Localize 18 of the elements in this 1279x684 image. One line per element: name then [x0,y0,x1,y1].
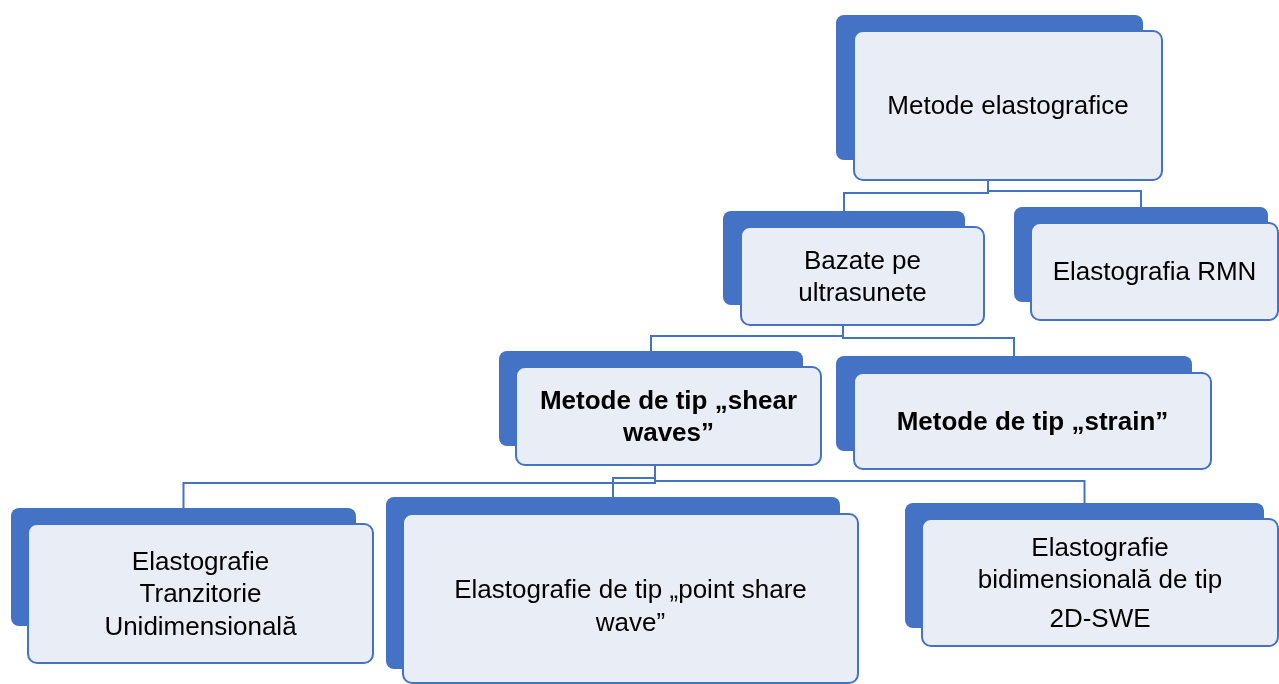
node-label: Elastografia RMN [1052,255,1257,288]
process-box [836,356,1212,470]
process-box [836,15,1163,181]
node-label: Elastografie bidimensională de tip [976,530,1224,596]
process-box [905,503,1279,647]
process-box [499,351,822,466]
node-label: Elastografie Tranzitorie Unidimensională [103,544,298,643]
node-label: Metode elastografice [887,89,1129,122]
connector-line [987,180,1142,208]
process-box [723,211,985,326]
process-box [11,508,374,664]
node-label: Bazate pe ultrasunete [797,243,928,309]
node-label: Elastografie de tip „point share wave” [453,573,808,638]
process-box [1014,207,1279,321]
process-box [386,497,859,684]
node-label: Metode de tip „shear waves” [538,383,799,449]
node-label: 2D-SWE [1049,601,1151,635]
node-label: Metode de tip „strain” [896,404,1169,438]
